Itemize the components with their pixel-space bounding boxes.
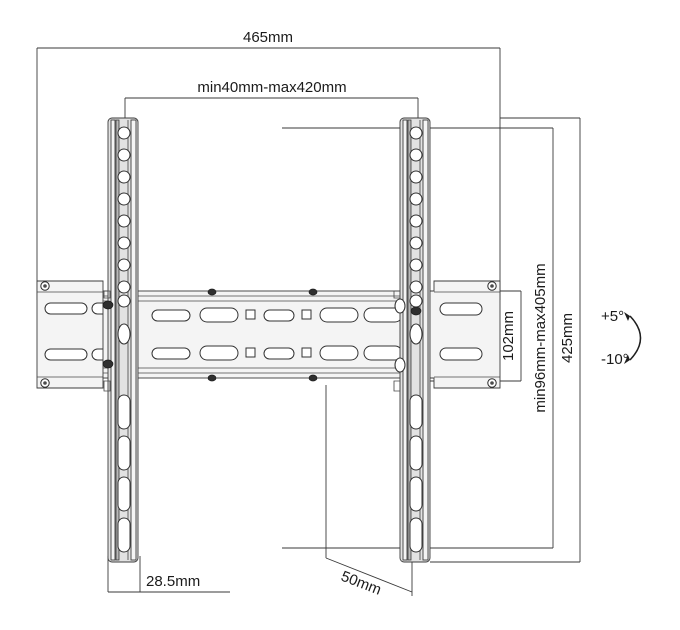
dimension-425mm [430,117,581,563]
right-rail-round-holes [409,126,423,308]
tilt-arrow-head-up [624,312,630,321]
cross-bar-rivets [207,288,318,382]
label-rail-spacing: min40mm-max420mm [197,79,346,96]
dimension-28-5mm [107,556,230,593]
dimension-50mm [325,385,413,596]
right-end-plate [423,280,501,389]
right-rail-slots [409,394,423,553]
label-plate-height: 102mm [500,311,517,361]
horizontal-cross-bar [36,280,501,389]
tilt-arrow-head-down [624,355,630,364]
label-depth: 28.5mm [146,573,200,590]
left-rail-round-holes [117,126,131,308]
label-tilt-up: +5° [601,308,624,325]
label-overall-width: 465mm [243,29,293,46]
right-vertical-rail [393,117,431,563]
left-vertical-rail [102,117,139,563]
left-rail-slots [117,394,131,553]
label-tilt-down: -10° [601,351,629,368]
label-overall-height: 425mm [559,313,576,363]
tilt-angle-arrow [624,312,642,364]
label-vertical-adjust: min96mm-max405mm [532,263,549,412]
dimension-465mm [36,47,501,300]
